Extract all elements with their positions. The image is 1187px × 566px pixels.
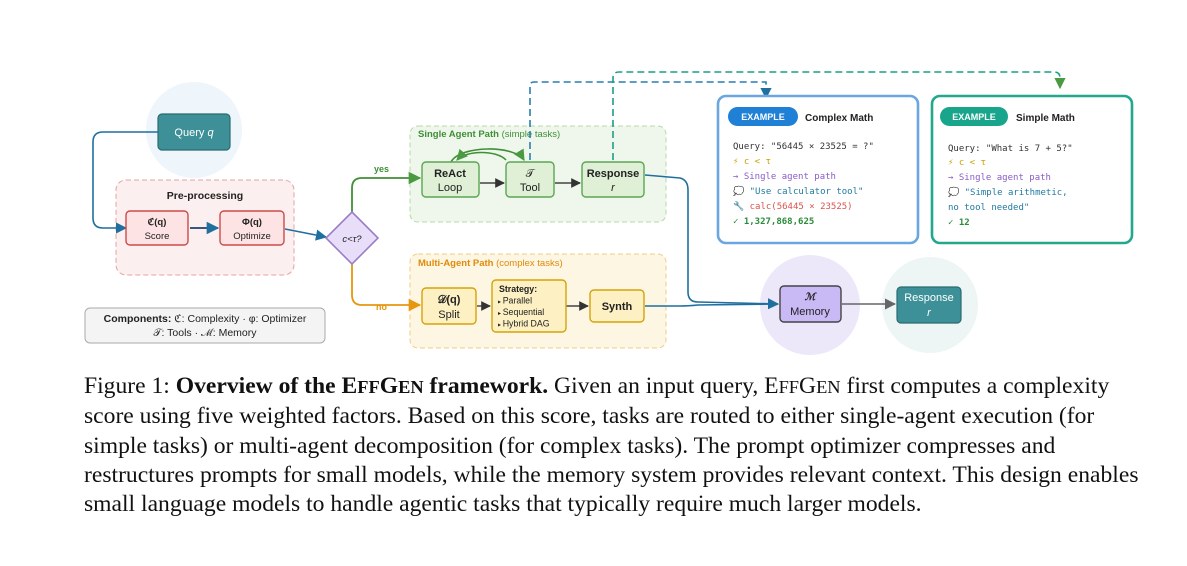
complex-example-link (529, 81, 772, 160)
split-label: Split (438, 309, 459, 321)
example-complex-card (716, 94, 920, 245)
example-complex-result: ✓ 1,327,868,625 (733, 217, 814, 227)
final-response-var: r (927, 307, 932, 319)
react-loop-box (421, 161, 480, 198)
single-response-var: r (611, 182, 616, 194)
strategy-item-hybrid: ▸ Hybrid DAG (498, 319, 550, 329)
example-complex-title: Complex Math (805, 113, 873, 124)
final-response-label: Response (904, 292, 954, 304)
example-complex-tool-call: 🔧 calc(56445 × 23525) (733, 200, 853, 212)
example-simple-card (930, 94, 1134, 245)
memory-symbol: ℳ (805, 292, 818, 303)
example-simple-query: Query: "What is 7 + 5?" (948, 144, 1073, 154)
example-complex-condition: ⚡ c < τ (733, 157, 771, 167)
tool-react-loop-arrow (456, 148, 507, 161)
simple-example-link (612, 71, 1066, 160)
strategy-title: Strategy: (499, 284, 537, 294)
example-simple-title: Simple Math (1016, 113, 1075, 124)
react-line1: ReAct (434, 168, 466, 180)
tool-label: Tool (520, 182, 540, 194)
components-line2: 𝒯: Tools · ℳ: Memory (153, 327, 257, 339)
caption-label: Figure 1: (84, 373, 170, 399)
example-complex-path: → Single agent path (733, 172, 836, 182)
preprocessing-title: Pre-processing (167, 190, 243, 202)
example-simple-condition: ⚡ c < τ (948, 158, 986, 168)
query-to-score-arrow (92, 131, 158, 234)
example-complex-thought: 💭 "Use calculator tool" (733, 185, 863, 197)
decision-label: c<τ? (342, 234, 362, 245)
no-arrow (351, 262, 422, 312)
example-simple-badge (940, 107, 1008, 126)
react-line2: Loop (438, 182, 462, 194)
score-label: Score (145, 231, 170, 242)
single-agent-title: Single Agent Path (simple tasks) (418, 129, 560, 140)
optimize-to-decision-arrow (284, 228, 328, 241)
example-simple-result: ✓ 12 (948, 218, 970, 228)
example-complex-badge (728, 107, 798, 126)
react-tool-loop-arrow (450, 148, 525, 163)
components-legend (84, 307, 326, 344)
example-simple-thought-1: 💭 "Simple arithmetic, (948, 186, 1068, 198)
components-line1: Components: ℭ: Complexity · φ: Optimizer (104, 313, 307, 325)
single-response-box (581, 161, 645, 198)
example-simple-thought-2: no tool needed" (948, 203, 1029, 213)
caption-text: Given an input query, EFFGEN first compu… (84, 373, 1139, 518)
synth-to-memory-arrow (645, 303, 779, 307)
decision-diamond (324, 210, 380, 266)
yes-label: yes (374, 164, 389, 174)
query-box (157, 113, 231, 151)
optimize-label: Optimize (233, 231, 270, 242)
caption-bold-title: Overview of the EFFGEN framework. (175, 373, 549, 399)
example-complex-query: Query: "56445 × 23525 = ?" (733, 142, 874, 152)
example-complex-badge-text: EXAMPLE (741, 112, 785, 122)
synth-box (589, 289, 645, 323)
example-simple-badge-text: EXAMPLE (952, 112, 996, 122)
single-response-to-memory-arrow (644, 174, 780, 310)
optimize-box (219, 210, 285, 246)
query-text: Query q (174, 127, 214, 139)
no-label: no (376, 302, 387, 312)
score-symbol: ℭ(q) (148, 217, 167, 228)
single-response-line1: Response (587, 168, 640, 180)
framework-diagram: Single Agent Path (simple tasks) Multi-A… (84, 71, 1134, 355)
yes-arrow (351, 171, 422, 212)
final-response-box (896, 286, 962, 324)
split-box (421, 287, 477, 325)
split-symbol: 𝒟(q) (438, 293, 461, 306)
optimize-symbol: Φ(q) (242, 217, 262, 228)
memory-box (779, 285, 842, 323)
example-simple-path: → Single agent path (948, 173, 1051, 183)
figure-caption: Figure 1: Overview of the EFFGEN framewo… (84, 372, 1144, 519)
synth-label: Synth (602, 301, 633, 313)
tool-box (505, 161, 555, 198)
memory-label: Memory (790, 306, 830, 318)
tool-symbol: 𝒯 (526, 168, 536, 180)
multi-agent-title: Multi-Agent Path (complex tasks) (418, 258, 563, 269)
strategy-item-sequential: ▸ Sequential (498, 307, 544, 317)
strategy-box (491, 279, 567, 333)
score-box (125, 210, 189, 246)
strategy-item-parallel: ▸ Parallel (498, 296, 532, 306)
